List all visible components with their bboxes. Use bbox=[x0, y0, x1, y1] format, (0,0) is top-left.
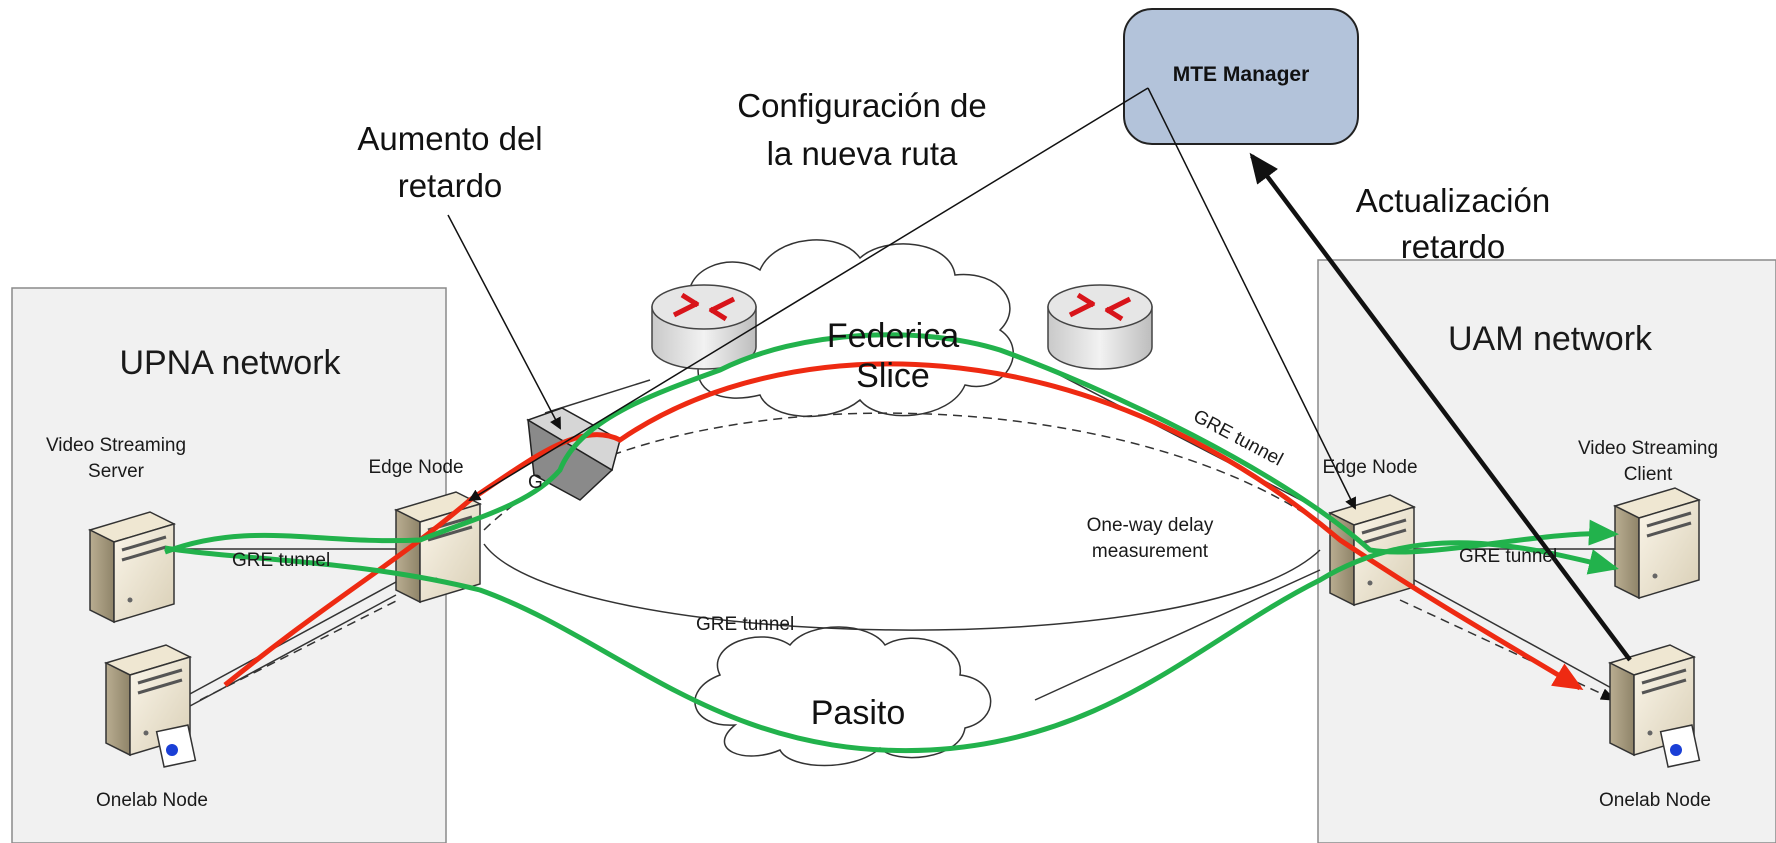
measurement-label-line2: measurement bbox=[1092, 541, 1209, 562]
pasito-label: Pasito bbox=[811, 694, 906, 732]
mte-manager-box[interactable] bbox=[1123, 8, 1359, 145]
uam-network-title: UAM network bbox=[1448, 320, 1653, 358]
upna-network-panel bbox=[11, 287, 447, 843]
upna-edge-label: Edge Node bbox=[368, 457, 463, 478]
green-path-federica bbox=[164, 332, 1619, 555]
delay-increase-line2: retardo bbox=[398, 167, 503, 204]
uam-client-label-line2: Client bbox=[1624, 464, 1673, 485]
green-path-pasito bbox=[164, 540, 1619, 754]
measurement-label-line1: One-way delay bbox=[1087, 515, 1214, 536]
red-path bbox=[223, 361, 1584, 691]
router-icon-left bbox=[652, 285, 756, 369]
delay-update-line1: Actualización bbox=[1356, 182, 1550, 219]
upna-gre-tunnel-label: GRE tunnel bbox=[232, 550, 330, 571]
federica-left-tunnel-fragment: G bbox=[528, 472, 543, 493]
uam-onelab-label: Onelab Node bbox=[1599, 790, 1711, 811]
uam-edge-label: Edge Node bbox=[1322, 457, 1417, 478]
pasito-gre-tunnel-label: GRE tunnel bbox=[696, 614, 794, 635]
uam-client-label-line1: Video Streaming bbox=[1578, 438, 1718, 459]
onelab-badge-icon bbox=[155, 724, 1701, 768]
mte-manager-label: MTE Manager bbox=[1173, 63, 1310, 86]
upna-onelab-label: Onelab Node bbox=[96, 790, 208, 811]
federica-label-line1: Federica bbox=[827, 317, 959, 355]
upna-video-server-icon bbox=[88, 510, 176, 624]
delay-update-arrow bbox=[1249, 152, 1632, 662]
upna-server-label-line2: Server bbox=[88, 461, 145, 482]
delay-increase-line1: Aumento del bbox=[357, 120, 542, 157]
delay-update-line2: retardo bbox=[1401, 228, 1506, 265]
uam-gre-tunnel-label: GRE tunnel bbox=[1459, 546, 1557, 567]
annotation-lines bbox=[447, 87, 1356, 510]
upna-network-title: UPNA network bbox=[119, 344, 341, 382]
router-icon-right bbox=[1048, 285, 1152, 369]
route-config-line1: Configuración de bbox=[737, 87, 987, 124]
uam-video-client-icon bbox=[1613, 486, 1701, 600]
upna-server-label-line1: Video Streaming bbox=[46, 435, 186, 456]
route-config-line2: la nueva ruta bbox=[767, 135, 958, 172]
federica-label-line2: Slice bbox=[856, 357, 930, 395]
